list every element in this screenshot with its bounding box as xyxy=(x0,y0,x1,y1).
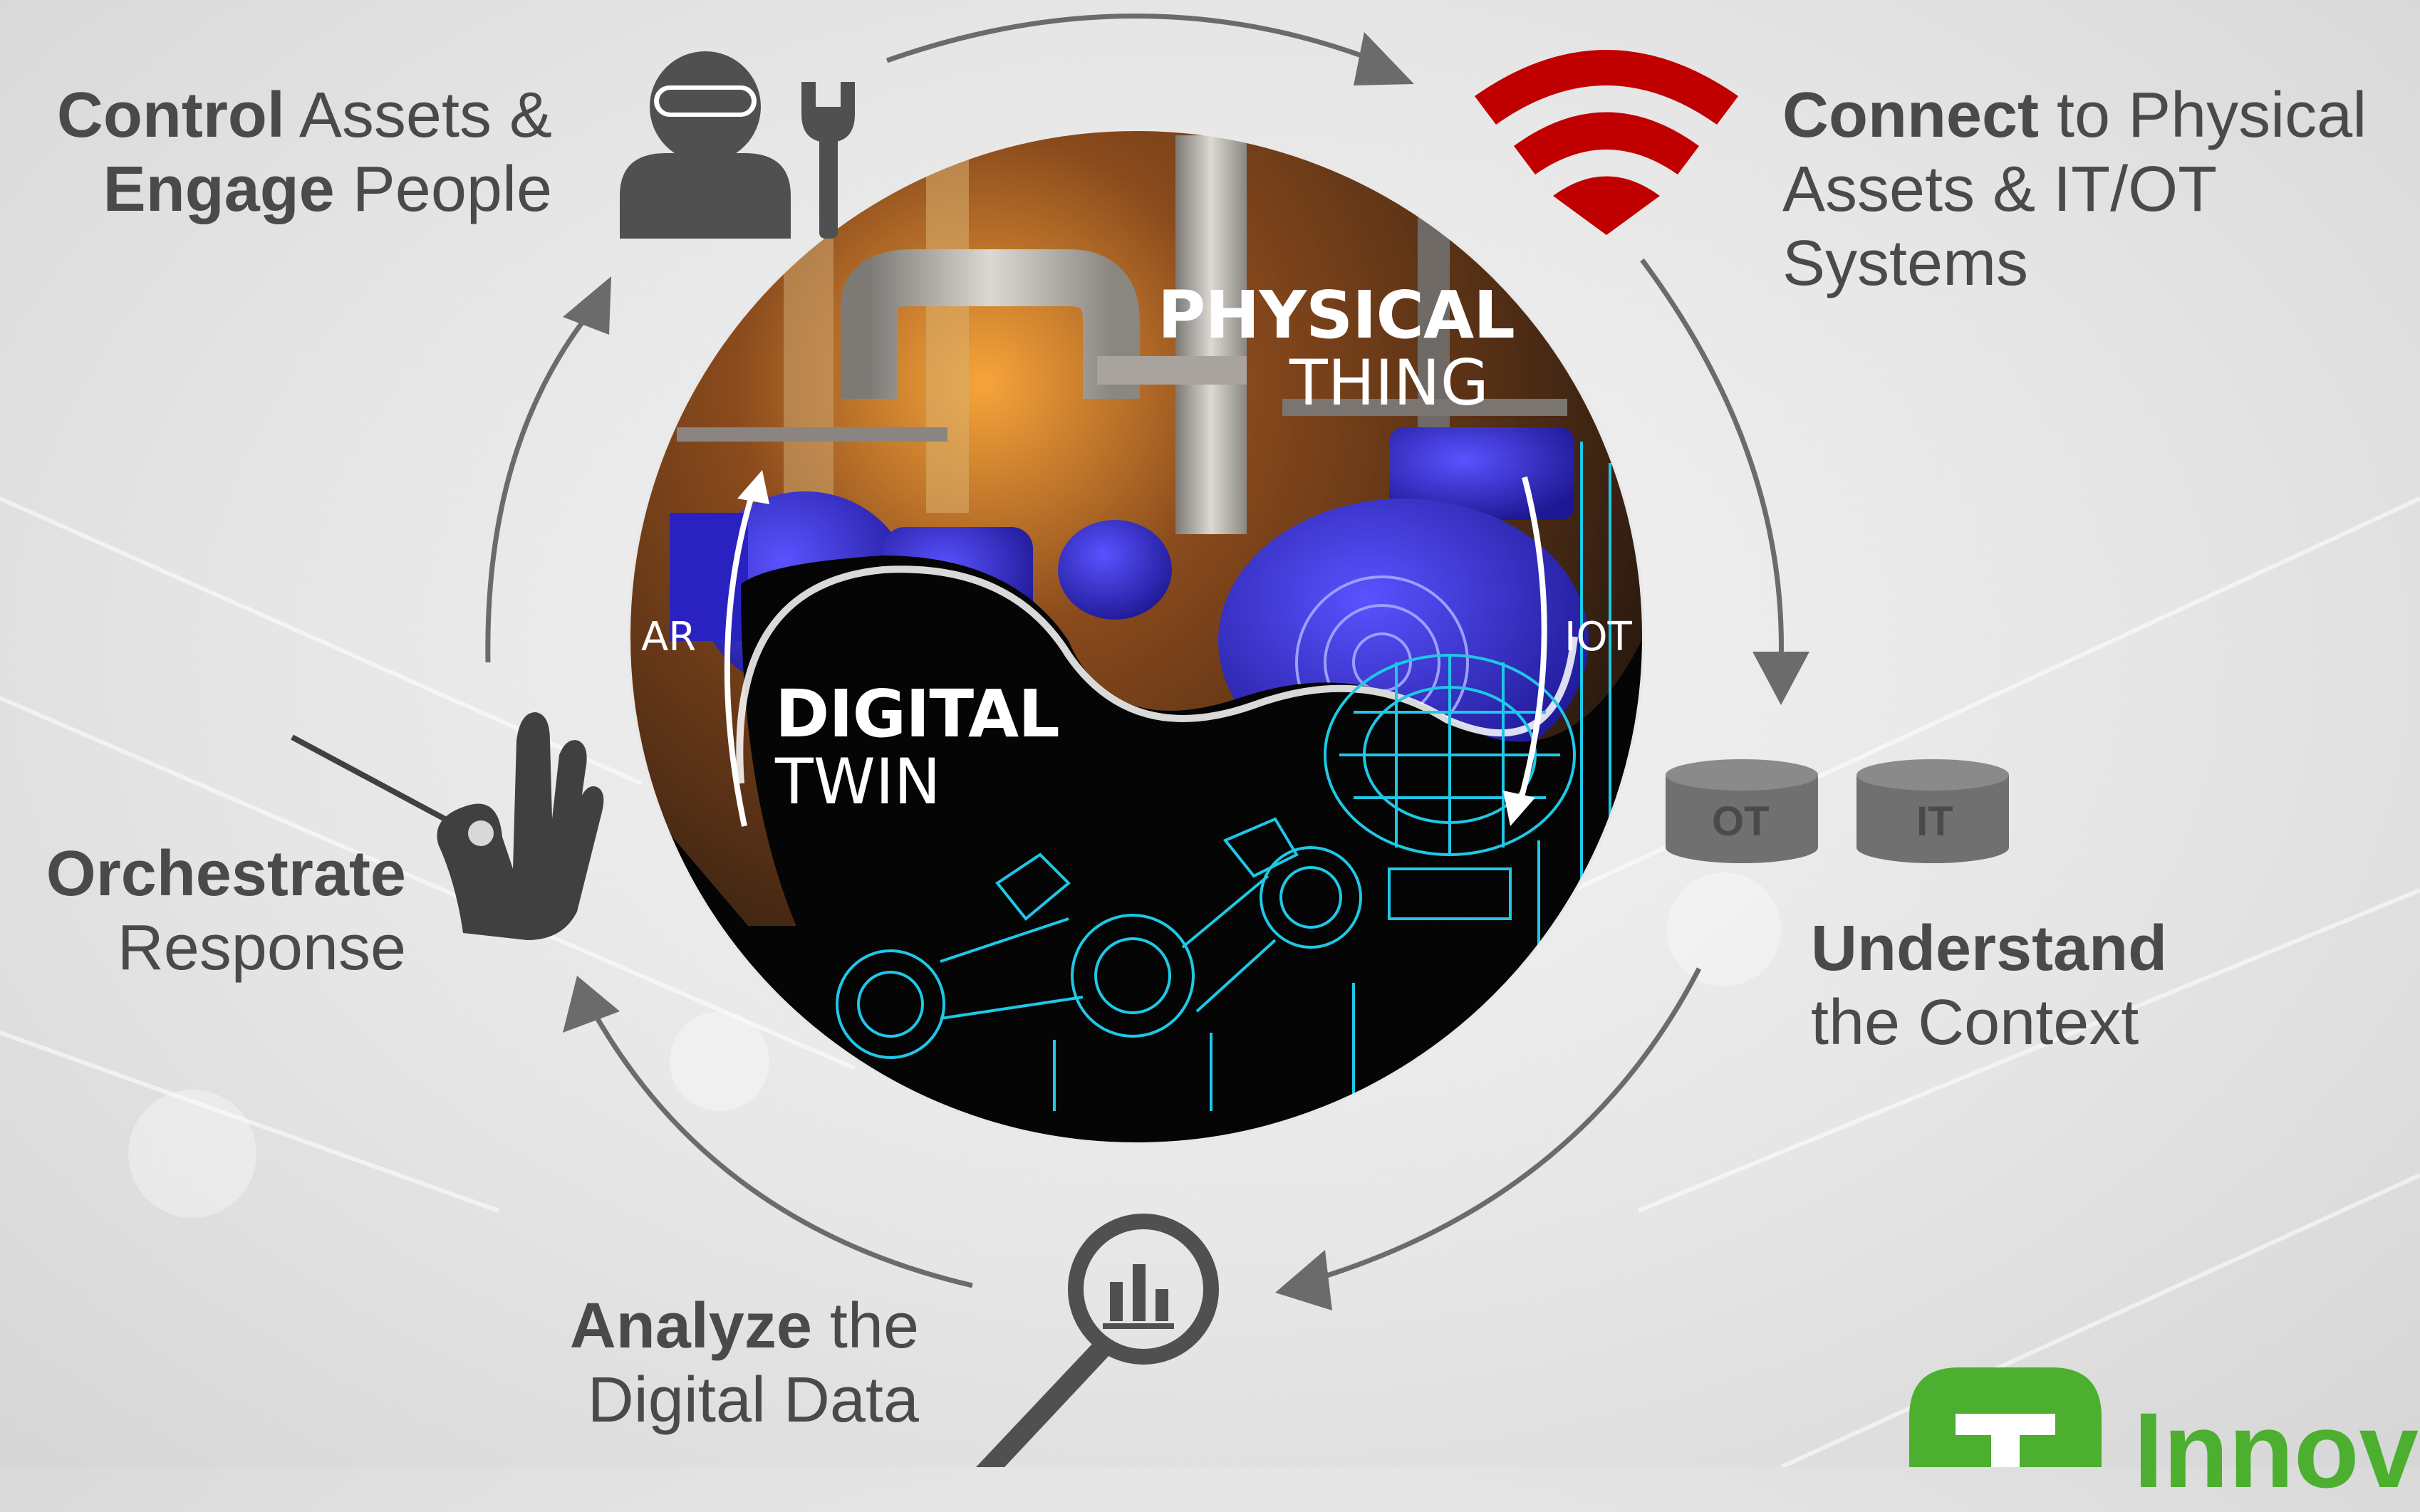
digital-label-line2: TWIN xyxy=(775,745,941,818)
step-orchestrate-bold1: Orchestrate xyxy=(46,838,406,909)
physical-label-line1: PHYSICAL xyxy=(1158,277,1515,353)
central-circle-rim xyxy=(628,128,1645,1145)
arrow-understand-to-analyze xyxy=(1317,967,1702,1281)
step-analyze-line2: Digital Data xyxy=(587,1365,919,1436)
arrowhead-3 xyxy=(1275,1250,1332,1310)
innov-logo-mark xyxy=(1909,1367,2102,1467)
cycle-arrows xyxy=(485,14,1784,1288)
step-orchestrate-line2: Response xyxy=(117,912,406,984)
database-icon xyxy=(1666,759,2009,863)
ar-arc-arrow xyxy=(724,470,769,827)
arrowhead-5 xyxy=(563,276,611,335)
arrow-orchestrate-to-control xyxy=(485,304,597,663)
step-analyze-rest1: the xyxy=(811,1291,919,1362)
step-control-label: Control Assets & Engage People xyxy=(21,78,552,226)
arrow-analyze-to-orchestrate xyxy=(588,1006,973,1288)
digital-twin-lower xyxy=(629,637,1643,1144)
step-understand-line2: the Context xyxy=(1811,987,2139,1058)
digital-twin-diagram xyxy=(128,14,2102,1467)
step-control-bold1: Control xyxy=(56,80,285,151)
ot-database-label: OT xyxy=(1712,798,1770,845)
it-database-label: IT xyxy=(1916,798,1953,845)
yin-yang-boundary xyxy=(736,565,1578,784)
step-analyze-label: Analyze the Digital Data xyxy=(427,1289,919,1437)
step-connect-label: Connect to Physical Assets & IT/OT Syste… xyxy=(1782,78,2367,301)
physical-label-line2: THING xyxy=(1289,346,1489,419)
wifi-icon xyxy=(1475,50,1738,235)
step-connect-line2: Assets & IT/OT xyxy=(1782,154,2218,225)
it-database-icon xyxy=(1856,759,2009,863)
central-circle xyxy=(629,130,1643,1144)
iot-label: IOT xyxy=(1564,614,1632,660)
digital-label-line1: DIGITAL xyxy=(775,676,1060,752)
innov-logo-text: Innov xyxy=(2134,1390,2419,1510)
arrowhead-1 xyxy=(1354,32,1414,85)
step-analyze-bold1: Analyze xyxy=(569,1291,812,1362)
iot-arc-arrow xyxy=(1503,476,1547,826)
step-understand-bold1: Understand xyxy=(1811,913,2168,984)
cycle-arrowheads xyxy=(563,32,1809,1310)
step-control-bold2: Engage xyxy=(103,154,335,225)
worker-wrench-icon xyxy=(620,51,855,239)
arrowhead-2 xyxy=(1752,652,1809,705)
step-connect-bold1: Connect xyxy=(1782,80,2039,151)
step-connect-rest1: to Physical xyxy=(2039,80,2367,151)
ot-database-icon xyxy=(1666,759,1818,863)
step-control-rest2: People xyxy=(334,154,552,225)
arrow-control-to-connect xyxy=(886,14,1376,63)
conductor-hand-icon xyxy=(291,712,604,940)
step-understand-label: Understand the Context xyxy=(1811,912,2167,1060)
step-connect-line3: Systems xyxy=(1782,228,2029,299)
arrow-connect-to-understand xyxy=(1640,258,1784,667)
step-control-rest1: Assets & xyxy=(284,80,552,151)
background-bokeh xyxy=(128,872,1781,1218)
arrowhead-4 xyxy=(563,976,620,1033)
magnifier-chart-icon xyxy=(976,1214,1219,1467)
step-orchestrate-label: Orchestrate Response xyxy=(14,837,406,985)
ar-label: AR xyxy=(641,614,697,660)
